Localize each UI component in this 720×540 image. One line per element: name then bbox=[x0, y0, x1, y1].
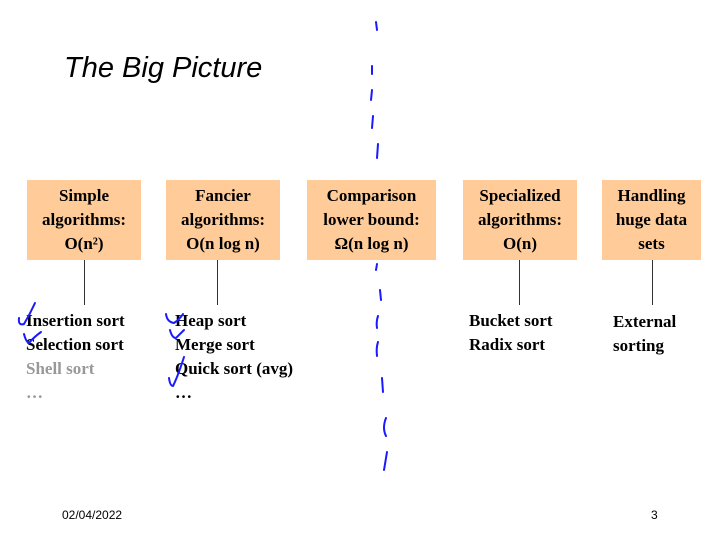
ink-dash bbox=[375, 315, 379, 329]
checkmark-icon bbox=[17, 302, 36, 326]
box-specialized-algorithms: Specialized algorithms: O(n) bbox=[463, 180, 577, 260]
checkmark-icon bbox=[169, 329, 185, 340]
box-line: Simple bbox=[58, 186, 110, 205]
checkmark-icon bbox=[168, 356, 185, 388]
footer-date: 02/04/2022 bbox=[62, 508, 123, 522]
box-line: O(n log n) bbox=[186, 234, 260, 253]
slide-title: The Big Picture bbox=[64, 52, 263, 84]
box-line: algorithms: bbox=[180, 210, 266, 229]
fancier-sorts-list: Heap sort Merge sort Quick sort (avg) … bbox=[175, 309, 293, 405]
list-item: Bucket sort bbox=[469, 311, 553, 330]
box-huge-data-sets: Handling huge data sets bbox=[602, 180, 701, 260]
box-line: Comparison bbox=[326, 186, 417, 205]
list-item: … bbox=[175, 383, 192, 402]
box-line: Ω(n log n) bbox=[334, 234, 409, 253]
huge-data-list: External sorting bbox=[613, 310, 676, 358]
ink-dash bbox=[381, 377, 384, 393]
connector-line bbox=[217, 260, 218, 305]
box-line: O(n) bbox=[503, 234, 537, 253]
page-number: 3 bbox=[651, 508, 658, 522]
box-line: Handling bbox=[617, 186, 686, 205]
ink-dash bbox=[375, 21, 378, 31]
ink-dash bbox=[383, 417, 387, 437]
box-line: O(n²) bbox=[64, 234, 104, 253]
list-item: External bbox=[613, 312, 677, 331]
ink-dash bbox=[375, 341, 379, 357]
simple-sorts-list: Insertion sort Selection sort Shell sort… bbox=[26, 309, 125, 405]
ink-dash bbox=[376, 143, 379, 159]
list-item: Radix sort bbox=[469, 335, 546, 354]
box-line: huge data bbox=[615, 210, 688, 229]
connector-line bbox=[84, 260, 85, 305]
ink-dash bbox=[379, 289, 382, 301]
box-line: Specialized bbox=[479, 186, 561, 205]
specialized-sorts-list: Bucket sort Radix sort bbox=[469, 309, 553, 357]
box-line: algorithms: bbox=[41, 210, 127, 229]
list-item: Heap sort bbox=[175, 311, 247, 330]
ink-dash bbox=[371, 115, 374, 129]
list-item: Quick sort (avg) bbox=[175, 359, 294, 378]
box-comparison-lower-bound: Comparison lower bound: Ω(n log n) bbox=[307, 180, 436, 260]
box-line: Fancier bbox=[195, 186, 251, 205]
list-item: Insertion sort bbox=[26, 311, 125, 330]
box-line: sets bbox=[638, 234, 665, 253]
checkmark-icon bbox=[23, 331, 42, 345]
list-item: sorting bbox=[613, 336, 664, 355]
box-simple-algorithms: Simple algorithms: O(n²) bbox=[27, 180, 141, 260]
ink-dash bbox=[375, 263, 378, 271]
list-item: Merge sort bbox=[175, 335, 255, 354]
list-item: Shell sort bbox=[26, 359, 95, 378]
box-line: algorithms: bbox=[477, 210, 563, 229]
checkmark-icon bbox=[165, 313, 184, 325]
connector-line bbox=[519, 260, 520, 305]
ink-dash bbox=[383, 451, 388, 471]
list-item: Selection sort bbox=[26, 335, 124, 354]
ink-dash bbox=[370, 89, 373, 101]
box-line: lower bound: bbox=[323, 210, 420, 229]
connector-line bbox=[652, 260, 653, 305]
box-fancier-algorithms: Fancier algorithms: O(n log n) bbox=[166, 180, 280, 260]
list-item: … bbox=[26, 383, 43, 402]
